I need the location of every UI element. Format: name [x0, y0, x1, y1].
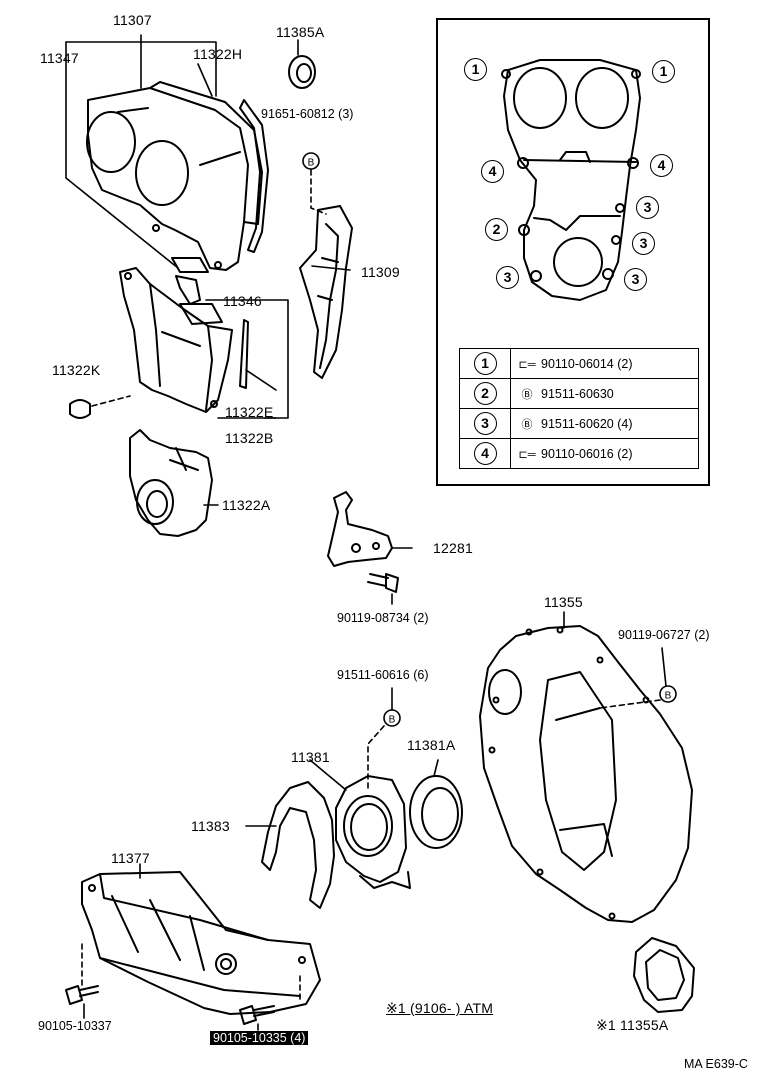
part-label-11322B: 11322B [225, 430, 274, 446]
part-label-11383: 11383 [191, 818, 230, 834]
bolt-marker-b: B [367, 687, 401, 791]
leader-lines-upper [65, 34, 351, 271]
oil-seal-11381A [409, 775, 463, 849]
svg-text:B: B [665, 691, 672, 702]
middle-timing-cover [119, 267, 233, 413]
svg-text:B: B [308, 158, 315, 169]
bolt-icon: ⊏═ [518, 448, 536, 461]
part-label-11347: 11347 [40, 50, 79, 66]
part-label-11346: 11346 [223, 293, 262, 309]
part-label-11309: 11309 [361, 264, 400, 280]
part-label-11322A: 11322A [222, 497, 271, 513]
legend-row: 1 ⊏═ 90110-06014 (2) [459, 348, 699, 379]
part-label-91511-60616: 91511-60616 (6) [337, 668, 429, 682]
bolt-icon: ⊏═ [518, 358, 536, 371]
marker-3-mid: 3 [632, 232, 655, 255]
part-label-11322K: 11322K [52, 362, 101, 378]
lower-timing-cover [129, 429, 213, 537]
bolt-marker-b: B [599, 647, 677, 709]
bracket-12281 [327, 491, 413, 567]
cover-11355A [633, 937, 695, 1013]
part-label-90105-10337: 90105-10337 [38, 1019, 112, 1033]
part-label-11307: 11307 [113, 12, 152, 28]
svg-text:B: B [389, 715, 396, 726]
legend-number: 3 [473, 412, 497, 435]
marker-1-left: 1 [464, 58, 487, 81]
plug-11322K [69, 395, 131, 419]
b-marker-icon: Ⓑ [521, 418, 533, 431]
oil-seal-retainer-11381 [335, 775, 411, 889]
bolt-90119-08734 [367, 573, 399, 593]
legend-row: 4 ⊏═ 90110-06016 (2) [459, 438, 699, 469]
marker-3-right: 3 [624, 268, 647, 291]
timing-belt-guide-11309 [299, 205, 353, 379]
bolt-90105-10335 [239, 1005, 275, 1031]
oil-pan-stiffener-11377 [81, 871, 321, 1015]
part-label-91651: 91651-60812 (3) [261, 107, 354, 121]
gasket-11383 [261, 781, 335, 909]
bolt-90105-10337 [65, 985, 99, 1019]
part-label-11322H: 11322H [193, 46, 243, 62]
part-label-90119-06727: 90119-06727 (2) [618, 628, 710, 642]
part-label-11385A: 11385A [276, 24, 325, 40]
gasket-11322H [239, 99, 269, 253]
legend-row: 3 Ⓑ 91511-60620 (4) [459, 408, 699, 439]
upper-timing-cover [86, 81, 263, 271]
marker-4-right: 4 [650, 154, 673, 177]
b-marker-icon: Ⓑ [521, 388, 533, 401]
seal-strips-11346 [171, 257, 223, 325]
part-label-90105-10335: 90105-10335 (4) [210, 1031, 309, 1045]
applicability-footnote: ※1 (9106- ) ATM [386, 1000, 494, 1016]
part-label-11355A: ※1 11355A [596, 1017, 669, 1033]
inset-case-outline [501, 59, 641, 301]
part-label-11322E: 11322E [225, 404, 274, 420]
part-label-11377: 11377 [111, 850, 150, 866]
leader-11322E [217, 369, 277, 419]
gasket-11322E [239, 319, 249, 389]
oil-seal-11385A [288, 55, 316, 89]
legend-number: 4 [473, 442, 497, 465]
illustration-code: MA E639-C [684, 1057, 748, 1071]
part-label-90119-08734: 90119-08734 (2) [337, 611, 429, 625]
part-label-12281: 12281 [433, 540, 473, 556]
end-plate-11355 [479, 625, 693, 923]
marker-1-right: 1 [652, 60, 675, 83]
legend-row: 2 Ⓑ 91511-60630 [459, 378, 699, 409]
legend-spec: 90110-06016 (2) [541, 446, 633, 461]
legend-spec: 91511-60630 [541, 386, 614, 401]
legend-spec: 91511-60620 (4) [541, 416, 633, 431]
marker-3-left: 3 [496, 266, 519, 289]
bolt-legend-table: 1 ⊏═ 90110-06014 (2) 2 Ⓑ 91511-60630 3 Ⓑ 91… [459, 348, 699, 469]
bolt-location-inset [436, 18, 710, 486]
part-label-11381A: 11381A [407, 737, 456, 753]
marker-3-upper: 3 [636, 196, 659, 219]
bolt-marker-b: B [302, 152, 327, 215]
part-label-11355: 11355 [544, 594, 583, 610]
part-label-11381: 11381 [291, 749, 330, 765]
legend-number: 2 [473, 382, 497, 405]
marker-4-left: 4 [481, 160, 504, 183]
marker-2: 2 [485, 218, 508, 241]
legend-spec: 90110-06014 (2) [541, 356, 633, 371]
legend-number: 1 [473, 352, 497, 375]
